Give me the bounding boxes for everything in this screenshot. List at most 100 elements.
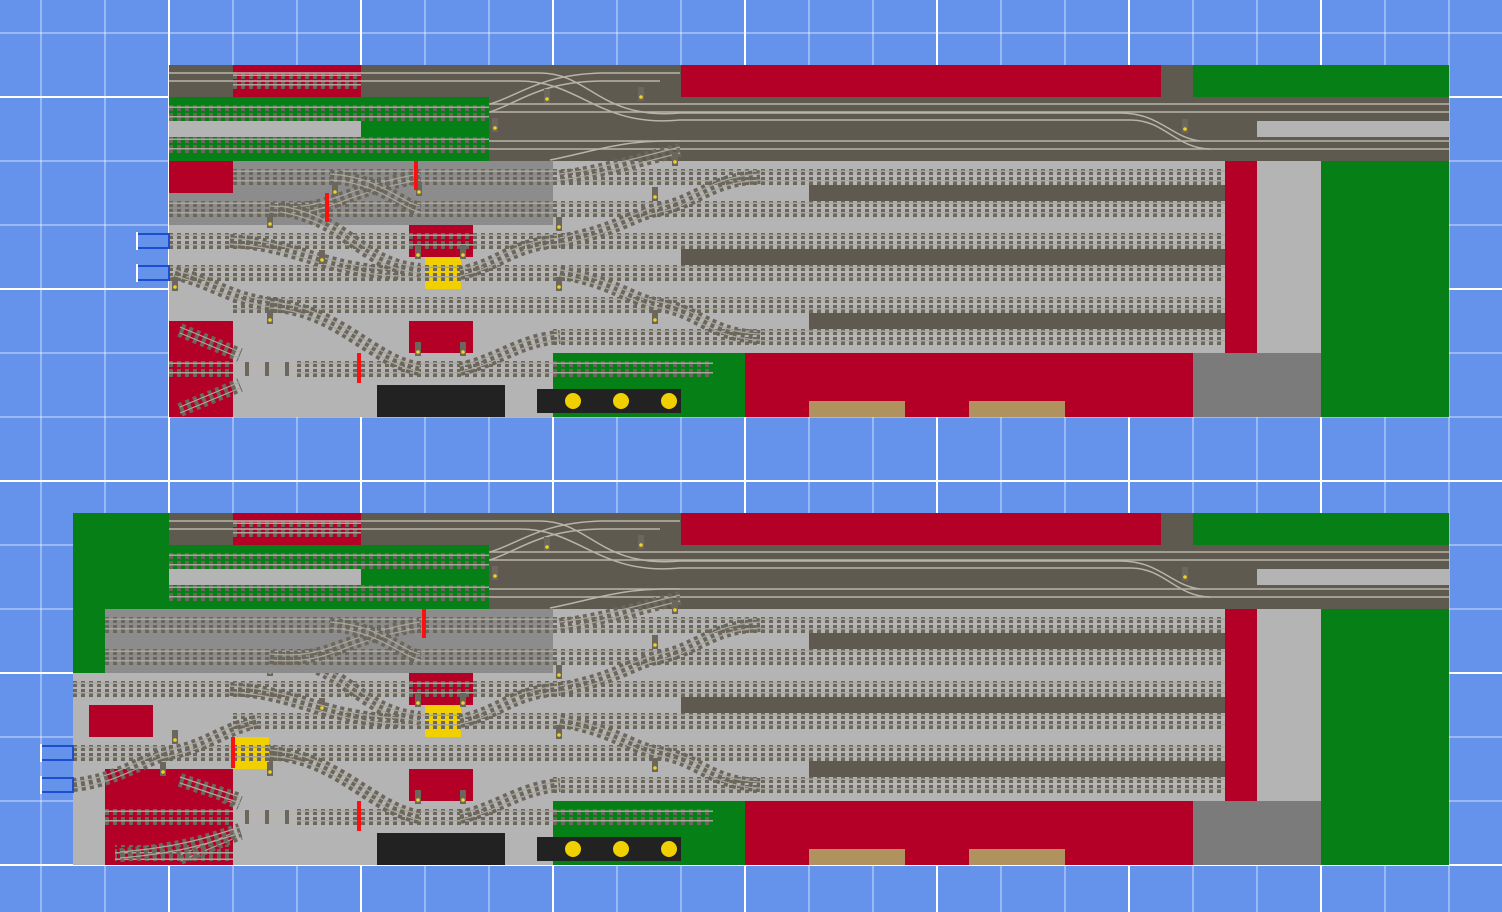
wagon[interactable] xyxy=(441,385,505,417)
platform[interactable] xyxy=(809,633,1225,649)
track-curve[interactable] xyxy=(329,170,422,216)
signal-post[interactable] xyxy=(638,535,644,549)
baseplate[interactable] xyxy=(1193,353,1321,417)
signal-post[interactable] xyxy=(652,187,658,201)
rail-line[interactable] xyxy=(489,72,680,105)
baseplate[interactable] xyxy=(681,65,1161,97)
platform[interactable] xyxy=(681,249,1225,265)
signal-post[interactable] xyxy=(460,245,466,259)
track-curve[interactable] xyxy=(278,650,421,725)
track-straight[interactable] xyxy=(233,169,1225,185)
signal-post[interactable] xyxy=(415,693,421,707)
signal-post[interactable] xyxy=(1182,567,1188,581)
baseplate[interactable] xyxy=(809,401,905,417)
track-curve[interactable] xyxy=(269,298,422,376)
sleeper[interactable] xyxy=(245,810,249,824)
signal-post[interactable] xyxy=(652,310,658,324)
track-straight[interactable] xyxy=(169,265,1225,281)
sleeper[interactable] xyxy=(265,362,269,376)
signal-post[interactable] xyxy=(460,342,466,356)
baseplate[interactable] xyxy=(1321,609,1449,865)
baseplate[interactable] xyxy=(1193,65,1449,97)
signal-post[interactable] xyxy=(267,762,273,776)
track-curve[interactable] xyxy=(177,773,243,807)
signal-post[interactable] xyxy=(160,762,166,776)
track-straight[interactable] xyxy=(169,233,1225,249)
signal-post[interactable] xyxy=(172,277,178,291)
track-straight[interactable] xyxy=(73,681,233,697)
track-curve[interactable] xyxy=(168,714,262,760)
signal-post[interactable] xyxy=(556,665,562,679)
buffer-stop-icon[interactable] xyxy=(40,745,74,761)
signal-post[interactable] xyxy=(332,182,338,196)
signal-post[interactable] xyxy=(544,89,550,103)
signal-post[interactable] xyxy=(652,635,658,649)
platform[interactable] xyxy=(681,697,1225,713)
track-straight[interactable] xyxy=(233,745,1225,761)
track-straight[interactable] xyxy=(169,585,489,601)
track-curve[interactable] xyxy=(558,618,761,696)
baseplate[interactable] xyxy=(1193,801,1321,865)
platform[interactable] xyxy=(809,185,1225,201)
track-curve[interactable] xyxy=(558,714,761,792)
signal-red[interactable] xyxy=(357,801,361,831)
wagon[interactable] xyxy=(377,385,441,417)
signal-post[interactable] xyxy=(460,693,466,707)
baseplate[interactable] xyxy=(89,705,153,737)
baseplate[interactable] xyxy=(1225,161,1257,353)
baseplate[interactable] xyxy=(1257,161,1321,353)
baseplate[interactable] xyxy=(1257,609,1321,801)
track-curve[interactable] xyxy=(229,234,401,280)
track-curve[interactable] xyxy=(558,170,761,248)
track-curve[interactable] xyxy=(269,746,422,824)
signal-post[interactable] xyxy=(172,730,178,744)
baseplate[interactable] xyxy=(1225,609,1257,801)
signal-post[interactable] xyxy=(672,152,678,166)
track-straight[interactable] xyxy=(105,617,553,633)
track-curve[interactable] xyxy=(72,746,172,792)
track-straight[interactable] xyxy=(553,329,1225,345)
rail-line[interactable] xyxy=(169,520,1201,590)
baseplate[interactable] xyxy=(969,849,1065,865)
baseplate[interactable] xyxy=(1321,161,1449,417)
sleeper[interactable] xyxy=(285,362,289,376)
signal-red[interactable] xyxy=(422,609,426,638)
wagon[interactable] xyxy=(441,833,505,865)
sleeper[interactable] xyxy=(285,810,289,824)
signal-post[interactable] xyxy=(638,87,644,101)
rail-line[interactable] xyxy=(549,140,681,161)
rail-line[interactable] xyxy=(169,72,1201,142)
track-straight[interactable] xyxy=(553,777,1225,793)
track-curve[interactable] xyxy=(329,618,422,664)
rail-line[interactable] xyxy=(549,588,681,609)
track-curve[interactable] xyxy=(559,591,682,632)
signal-post[interactable] xyxy=(492,566,498,580)
wagon[interactable] xyxy=(377,833,441,865)
signal-post[interactable] xyxy=(415,245,421,259)
signal-red[interactable] xyxy=(357,353,361,383)
baseplate[interactable] xyxy=(969,401,1065,417)
rail-line[interactable] xyxy=(489,520,680,553)
track-curve[interactable] xyxy=(119,823,243,862)
track-straight[interactable] xyxy=(73,745,300,761)
track-curve[interactable] xyxy=(458,682,561,728)
track-straight[interactable] xyxy=(169,713,1225,729)
platform[interactable] xyxy=(1257,121,1449,137)
track-curve[interactable] xyxy=(559,143,682,184)
signal-post[interactable] xyxy=(492,118,498,132)
track-curve[interactable] xyxy=(177,323,243,362)
signal-post[interactable] xyxy=(556,217,562,231)
signal-post[interactable] xyxy=(556,277,562,291)
track-curve[interactable] xyxy=(558,266,761,344)
signal-red[interactable] xyxy=(231,737,235,768)
signal-post[interactable] xyxy=(267,214,273,228)
buffer-stop-icon[interactable] xyxy=(136,265,170,281)
signal-post[interactable] xyxy=(544,537,550,551)
track-straight[interactable] xyxy=(105,809,233,825)
track-straight[interactable] xyxy=(169,681,1225,697)
buffer-stop-icon[interactable] xyxy=(40,777,74,793)
signal-post[interactable] xyxy=(267,310,273,324)
signal-post[interactable] xyxy=(1182,119,1188,133)
platform[interactable] xyxy=(809,761,1225,777)
